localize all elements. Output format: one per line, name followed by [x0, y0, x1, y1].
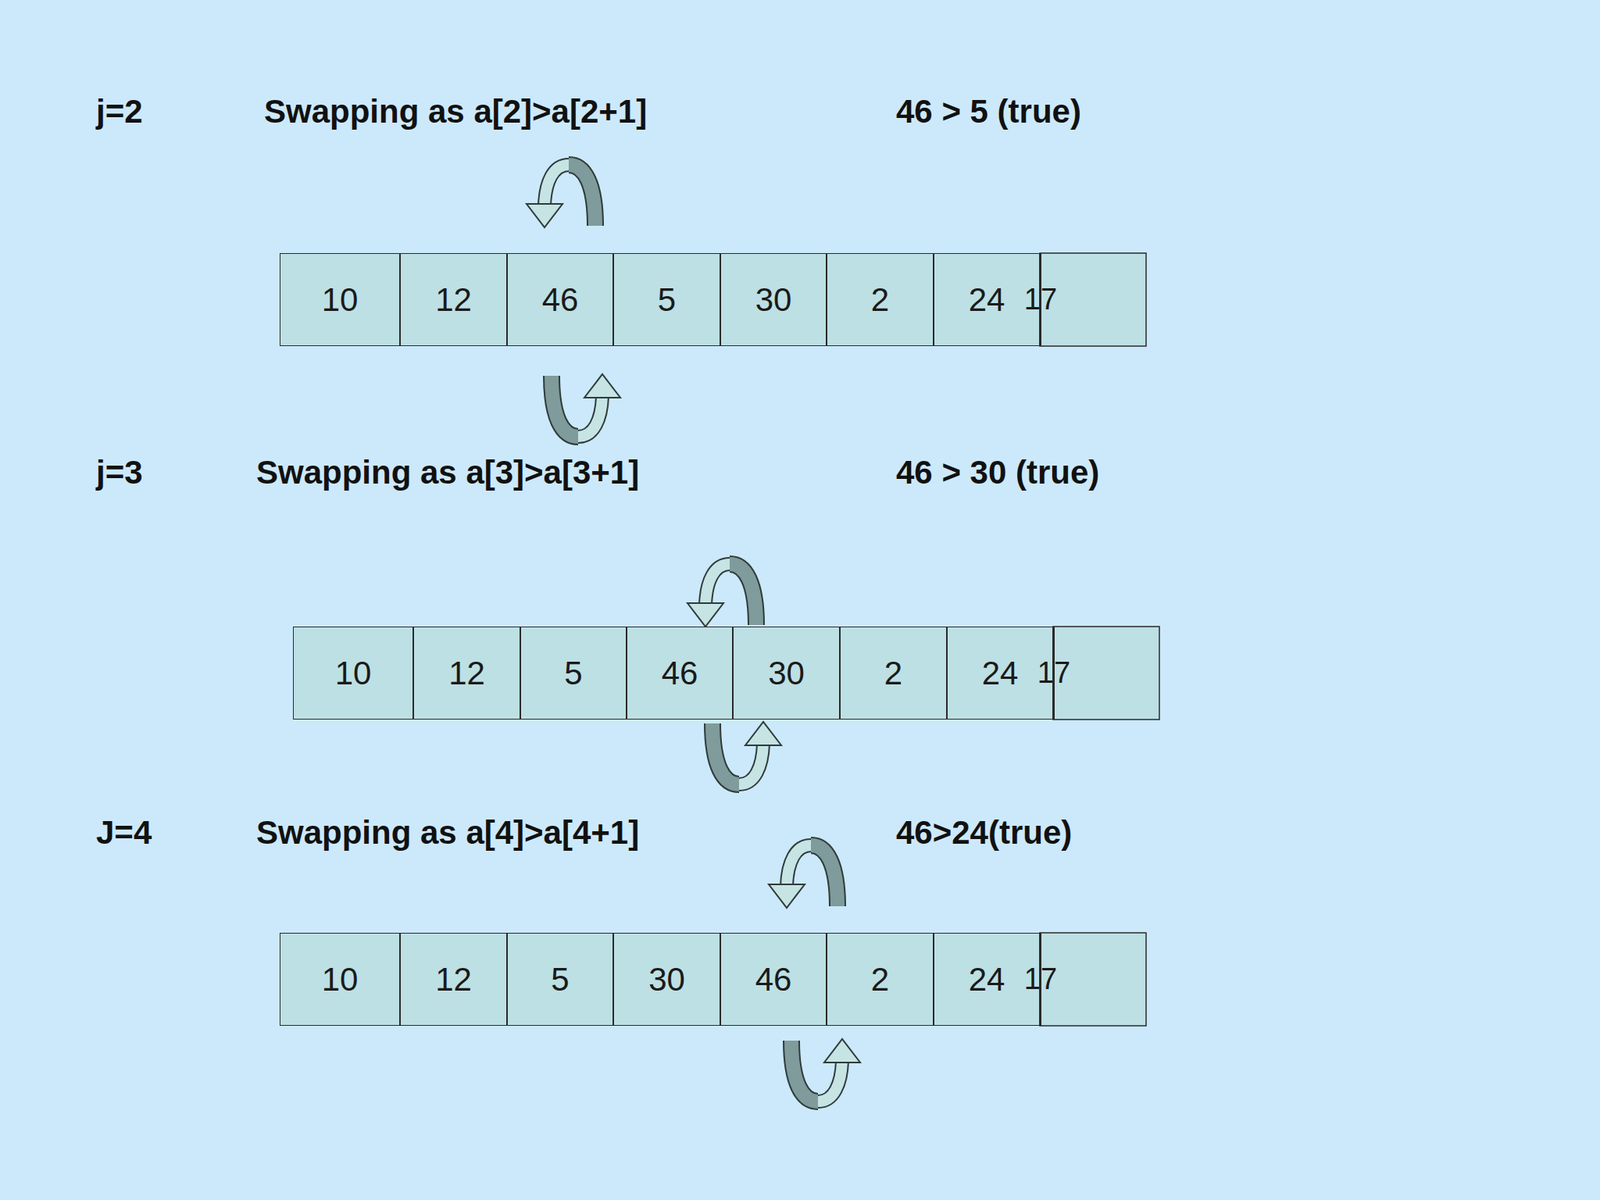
- step-caption: Swapping as a[4]>a[4+1]: [256, 816, 640, 850]
- array-cell: 46: [507, 253, 614, 347]
- array-cell: 5: [613, 253, 721, 347]
- array-cell: 2: [839, 626, 947, 720]
- pass-index: j=2: [96, 95, 143, 129]
- array-cell: 17: [1053, 626, 1055, 720]
- array-cell: 10: [279, 253, 400, 347]
- array-cell: 24: [933, 253, 1040, 347]
- array-cell: 17: [1039, 253, 1042, 347]
- array-cell: 10: [292, 626, 414, 720]
- array-cell: 12: [400, 932, 508, 1026]
- array-value: 10: [321, 960, 359, 999]
- array-value: 10: [321, 281, 359, 319]
- array-cell: 30: [720, 253, 827, 347]
- array-value: 2: [884, 654, 903, 693]
- comparison-note: 46>24(true): [896, 816, 1072, 850]
- array-value: 5: [550, 960, 569, 999]
- array-value: 2: [871, 960, 890, 999]
- array-value: 46: [755, 960, 793, 999]
- array-value: 12: [448, 654, 486, 693]
- array-cell: 12: [413, 626, 521, 720]
- array-cell: 17: [1039, 932, 1042, 1026]
- array-cell: 10: [279, 932, 400, 1026]
- array-value: 24: [968, 960, 1006, 999]
- array-cell: 2: [826, 932, 934, 1026]
- array-cell: 46: [626, 626, 733, 720]
- swap-arrow: [526, 164, 596, 228]
- array-value: 30: [767, 654, 805, 693]
- swap-arrow: [712, 721, 782, 785]
- array-cell: 5: [507, 932, 614, 1026]
- pass-index: j=3: [96, 456, 143, 490]
- array-cell: 2: [826, 253, 934, 347]
- array-cell: 46: [720, 932, 827, 1026]
- array-value: 30: [755, 281, 793, 319]
- array-value: 5: [564, 654, 583, 693]
- array-value: 12: [435, 281, 472, 319]
- swap-arrow: [768, 845, 838, 908]
- array-cell: 5: [520, 626, 627, 720]
- step-caption: Swapping as a[2]>a[2+1]: [264, 95, 647, 129]
- array-cell: 12: [400, 253, 508, 347]
- swap-arrow: [791, 1039, 861, 1102]
- array-value: 10: [335, 654, 372, 693]
- array-value: 2: [871, 281, 890, 319]
- array-value: 5: [657, 281, 676, 319]
- array-value: 24: [968, 281, 1006, 319]
- array-cell: 24: [946, 626, 1054, 720]
- array-value: 46: [542, 281, 579, 319]
- comparison-note: 46 > 5 (true): [896, 95, 1082, 129]
- array-value: 17: [1024, 282, 1058, 317]
- comparison-note: 46 > 30 (true): [896, 456, 1100, 490]
- array-cell: 30: [732, 626, 840, 720]
- swap-arrow: [551, 374, 621, 437]
- array-value: 24: [982, 654, 1019, 693]
- array-value: 17: [1037, 656, 1071, 690]
- array-value: 30: [648, 960, 686, 999]
- array-cell: 24: [933, 932, 1040, 1026]
- array-cell: 30: [613, 932, 721, 1026]
- array-value: 12: [435, 960, 472, 999]
- array-value: 17: [1024, 962, 1058, 997]
- swap-arrow: [687, 564, 757, 627]
- step-caption: Swapping as a[3]>a[3+1]: [256, 456, 640, 490]
- pass-index: J=4: [96, 816, 152, 850]
- array-value: 46: [661, 654, 699, 693]
